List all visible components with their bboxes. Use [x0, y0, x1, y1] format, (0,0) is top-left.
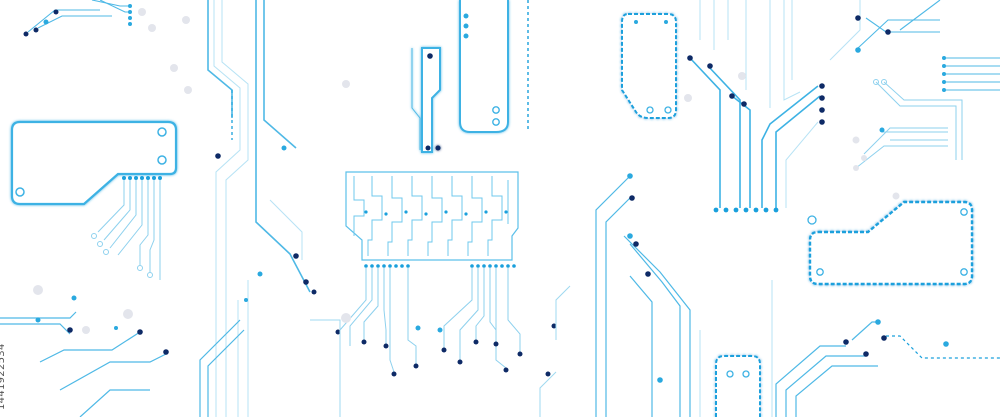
- top-right-fan-light: [699, 0, 861, 208]
- left-vertical-bus: [207, 0, 311, 293]
- top-left-traces: [27, 0, 130, 33]
- bottom-dashed-pad: [715, 355, 761, 417]
- center-small-board: [411, 47, 441, 153]
- right-dashed-pad: [808, 200, 974, 286]
- center-chip: [345, 171, 519, 261]
- bottom-left-dots: [33, 285, 169, 355]
- center-tall-slot: [459, 0, 509, 133]
- dashed-trace-3: [886, 335, 1000, 359]
- left-bus-dots: [170, 64, 350, 302]
- bottom-right-traces: [775, 321, 880, 417]
- top-right-fan-dots: [684, 55, 825, 125]
- left-panel-fanout-traces: [97, 180, 161, 280]
- left-panel-pad: [10, 120, 178, 206]
- center-lower-traces: [595, 175, 691, 417]
- far-top-right-traces: [857, 0, 1000, 91]
- center-chip-fanout: [339, 268, 521, 373]
- far-right-mid-traces: [855, 81, 963, 169]
- bottom-center-traces: [699, 280, 773, 417]
- center-chip-fanout-ends: [335, 313, 523, 377]
- left-panel-connector-pins: [122, 176, 162, 180]
- bottom-right-dots: [843, 319, 949, 357]
- center-misc-traces: [310, 285, 571, 417]
- top-left-dots: [23, 4, 190, 37]
- left-bus-light: [213, 0, 303, 417]
- center-lower-dots: [545, 173, 663, 383]
- far-right-mid-dots: [852, 79, 900, 200]
- top-right-fan-traces: [689, 57, 821, 208]
- bottom-left-traces: [0, 311, 245, 417]
- stock-image-id: 1441922534: [0, 343, 7, 410]
- left-panel-fanout-ends: [91, 233, 153, 278]
- far-top-right-dots: [855, 15, 946, 92]
- top-right-dashed-pad: [621, 13, 677, 119]
- right-pad-ring: [807, 215, 817, 225]
- top-right-fan-pins: [713, 207, 779, 213]
- center-chip-pins: [364, 264, 516, 268]
